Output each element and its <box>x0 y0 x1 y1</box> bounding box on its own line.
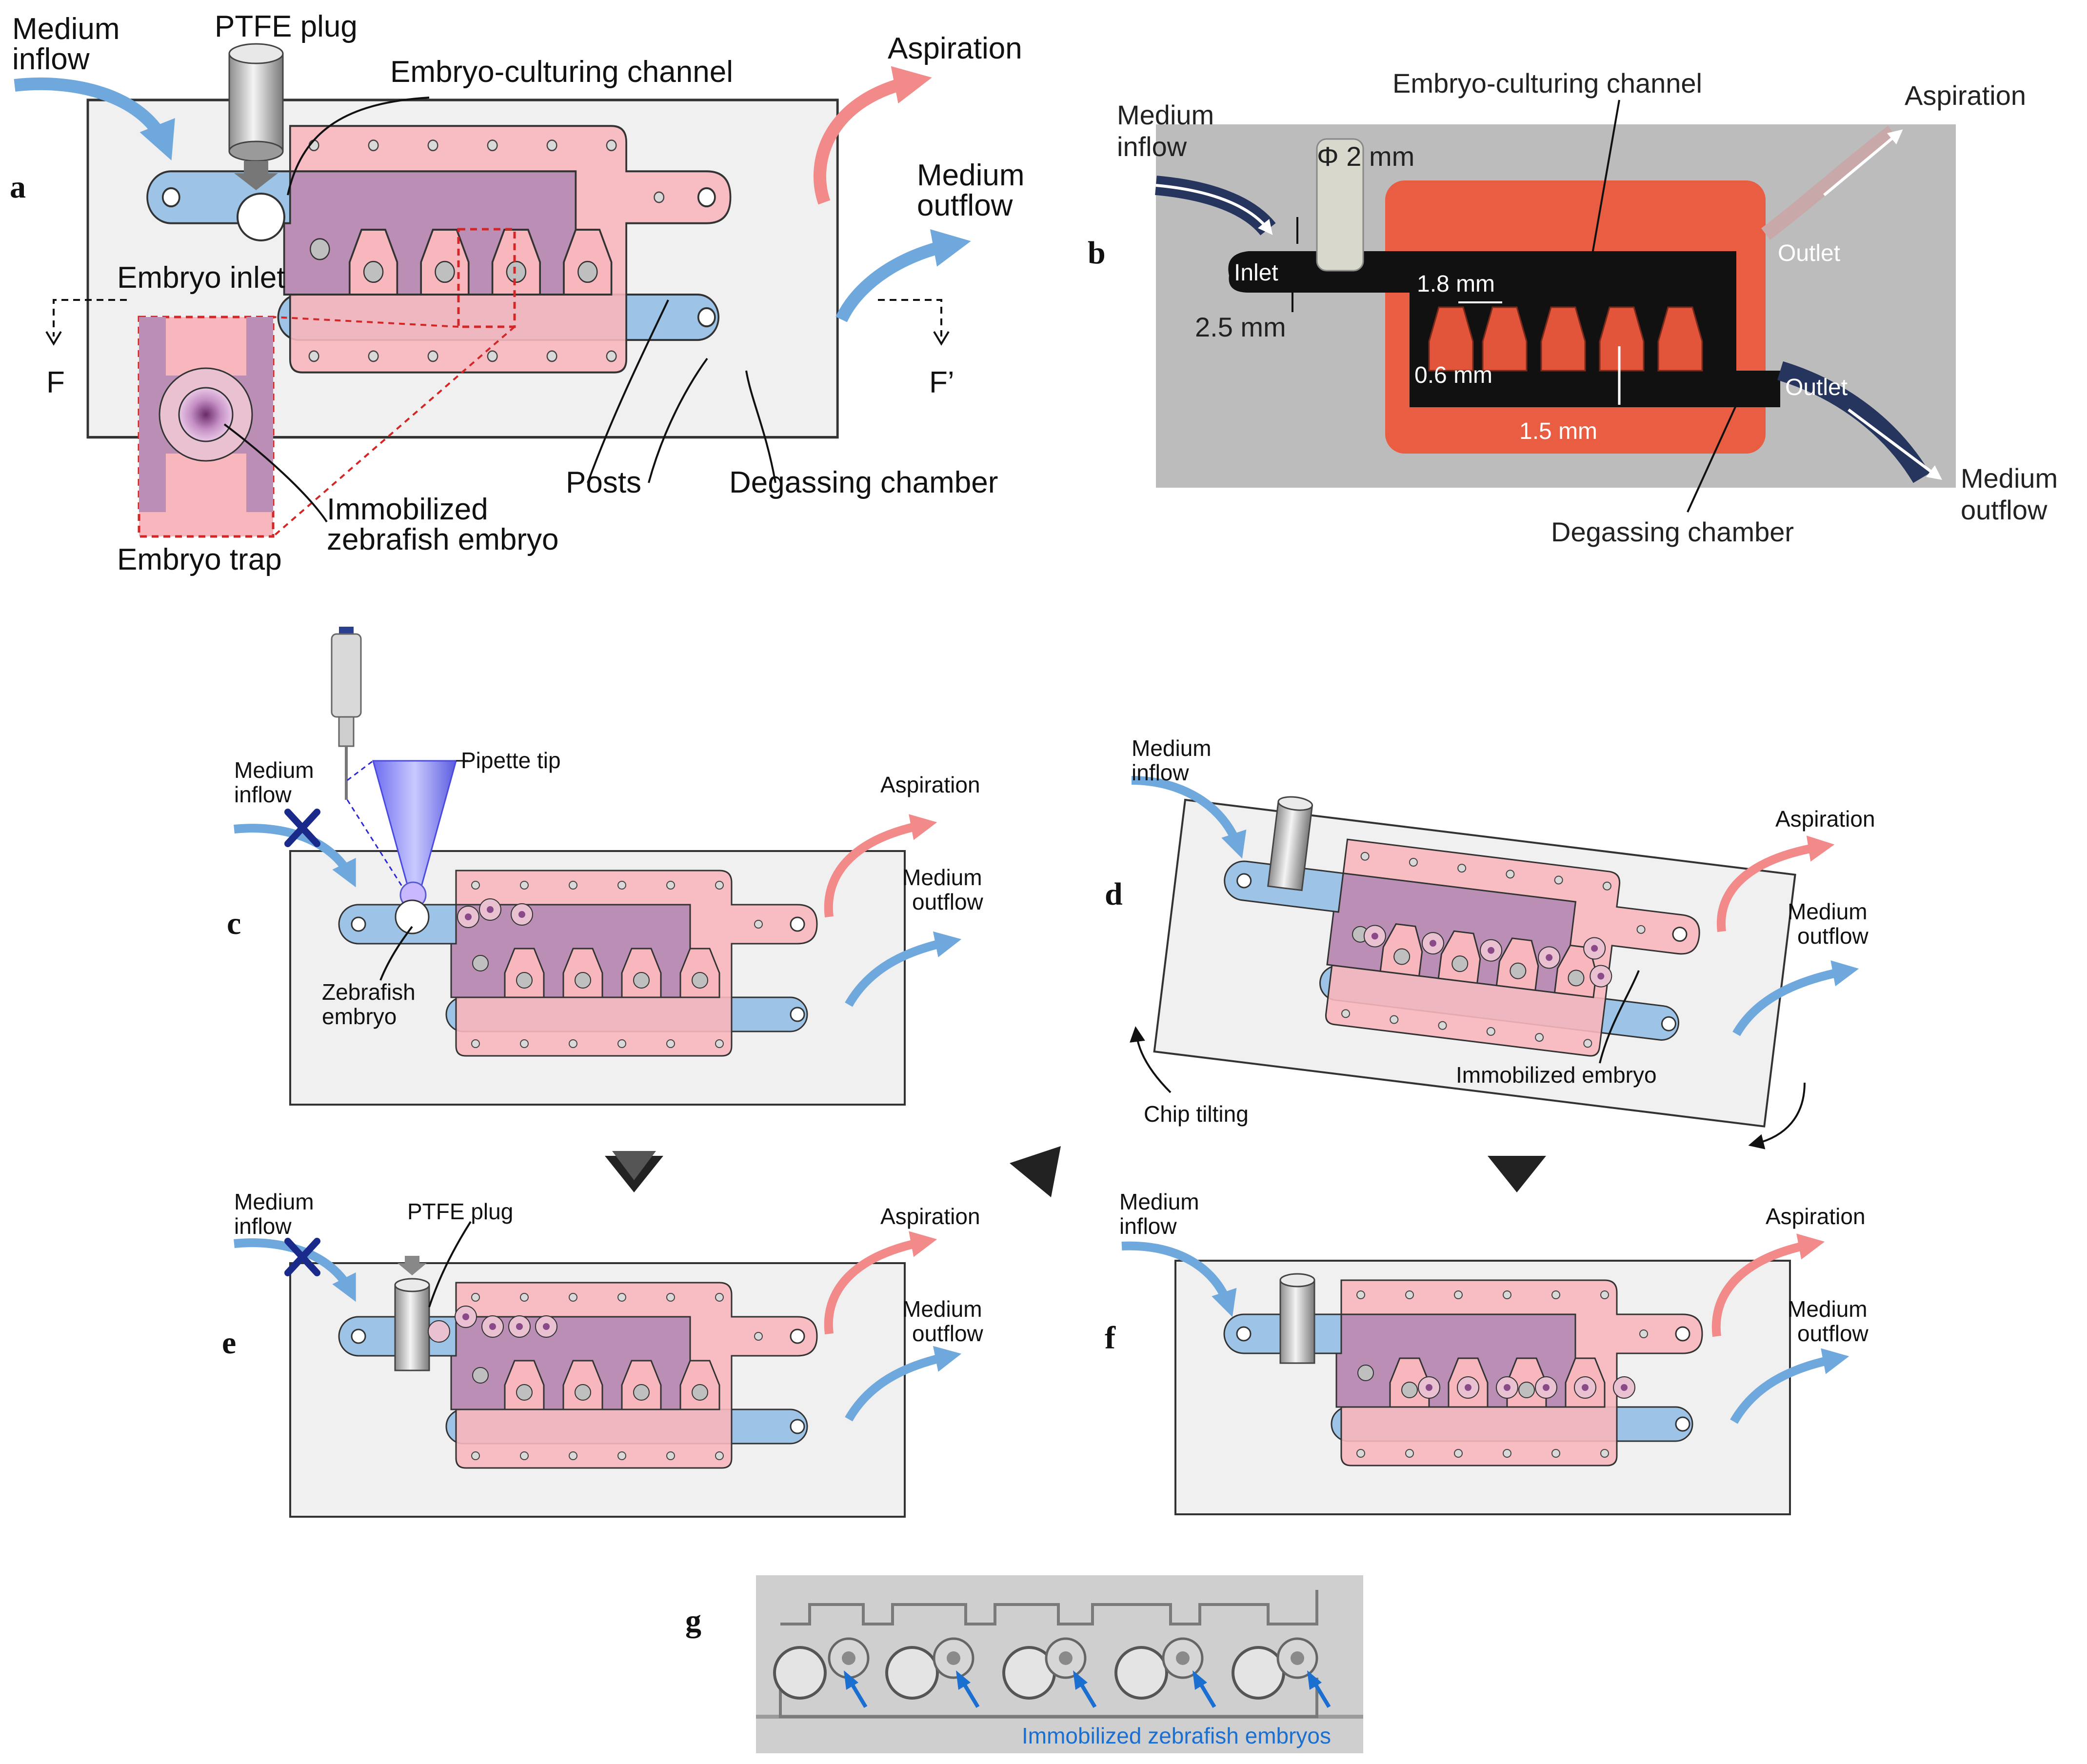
c-medium-outflow-1: Medium <box>902 865 982 890</box>
b-medium-outflow-2: outflow <box>1961 495 2047 525</box>
b-dim-18-label: 1.8 mm <box>1417 271 1495 297</box>
a-medium-inflow-2: inflow <box>12 42 90 76</box>
tilt-arrow-right <box>1748 1082 1806 1150</box>
b-diameter-label: Φ 2 mm <box>1317 141 1414 172</box>
panel-letter-b: b <box>1088 235 1106 271</box>
a-embryo-channel-label: Embryo-culturing channel <box>390 55 733 89</box>
e-ptfe-plug-label: PTFE plug <box>407 1199 513 1224</box>
a-posts-label: Posts <box>566 466 641 499</box>
panel-letter-e: e <box>222 1325 236 1361</box>
panel-letter-d: d <box>1105 876 1123 912</box>
c-pipette-tip-label: Pipette tip <box>461 748 561 773</box>
a-immobilized-1: Immobilized <box>327 493 488 526</box>
flow-stopped-icon <box>284 809 320 847</box>
a-embryo-trap-label: Embryo trap <box>117 543 282 576</box>
e-aspiration-label: Aspiration <box>880 1204 980 1229</box>
b-dim-25-label: 2.5 mm <box>1195 312 1286 342</box>
inflow-arrow <box>14 77 175 160</box>
b-outlet-top-label: Outlet <box>1778 240 1840 266</box>
aspiration-arrow <box>813 66 932 205</box>
f-medium-outflow-1: Medium <box>1788 1296 1868 1322</box>
b-aspiration-label: Aspiration <box>1905 80 2026 111</box>
g-pointer-arrows <box>849 1681 1331 1708</box>
e-medium-inflow-1: Medium <box>234 1189 314 1214</box>
a-medium-outflow-1: Medium <box>917 159 1025 192</box>
d-medium-inflow-1: Medium <box>1132 735 1212 761</box>
a-medium-outflow-2: outflow <box>917 189 1013 222</box>
panel-a: Medium inflow PTFE plug Embryo-culturing… <box>10 10 1025 576</box>
d-medium-outflow-1: Medium <box>1788 899 1868 924</box>
ptfe-plug-icon <box>228 43 284 190</box>
d-tilting-label: Chip tilting <box>1144 1101 1249 1127</box>
outflow-arrow <box>835 229 971 322</box>
f-plug-icon <box>1279 1279 1315 1364</box>
c-medium-inflow-2: inflow <box>234 782 292 807</box>
panel-letter-f: f <box>1105 1320 1116 1356</box>
panel-c: Pipette tip Medium inflow Aspiration Med… <box>227 627 984 1106</box>
panel-letter-c: c <box>227 906 241 941</box>
d-aspiration-label: Aspiration <box>1775 806 1875 832</box>
panel-g: Immobilized zebrafish embryos g <box>685 1575 1363 1753</box>
b-outlet-bottom-label: Outlet <box>1785 375 1848 400</box>
a-aspiration-label: Aspiration <box>888 32 1022 65</box>
e-plug-icon <box>394 1284 430 1371</box>
e-medium-outflow-2: outflow <box>912 1321 984 1346</box>
embryo-trap-inset <box>138 316 275 538</box>
b-embryo-channel-label: Embryo-culturing channel <box>1392 68 1702 99</box>
b-inlet-label: Inlet <box>1234 260 1278 286</box>
f-medium-outflow-2: outflow <box>1797 1321 1869 1346</box>
panel-letter-g: g <box>685 1603 701 1639</box>
a-immobilized-2: zebrafish embryo <box>327 523 559 556</box>
f-medium-inflow-2: inflow <box>1119 1213 1177 1239</box>
pipette-icon <box>331 627 362 800</box>
a-section-right: F’ <box>929 366 954 399</box>
step-arrows <box>605 1146 1546 1197</box>
a-degassing-label: Degassing chamber <box>729 466 998 499</box>
c-aspiration-label: Aspiration <box>880 772 980 797</box>
c-medium-outflow-2: outflow <box>912 889 984 914</box>
c-zebrafish-1: Zebrafish <box>322 979 416 1005</box>
e-medium-outflow-1: Medium <box>902 1296 982 1322</box>
a-section-left: F <box>46 366 65 399</box>
b-medium-inflow-1: Medium <box>1117 99 1214 130</box>
a-ptfe-plug-label: PTFE plug <box>215 10 358 43</box>
d-medium-inflow-2: inflow <box>1132 760 1189 785</box>
a-embryo-inlet-label: Embryo inlet <box>117 261 285 295</box>
d-immobilized-label: Immobilized embryo <box>1456 1062 1657 1088</box>
b-dim-06-label: 0.6 mm <box>1414 362 1492 388</box>
embryo-inlet-hole <box>237 193 285 241</box>
c-zebrafish-2: embryo <box>322 1004 397 1029</box>
f-aspiration-label: Aspiration <box>1766 1204 1866 1229</box>
panel-f: Medium inflow Aspiration Medium outflow … <box>1105 1189 1869 1515</box>
c-medium-inflow-1: Medium <box>234 757 314 783</box>
tilt-arrow-left <box>1130 1026 1172 1093</box>
a-medium-inflow-1: Medium <box>12 12 120 46</box>
g-caption: Immobilized zebrafish embryos <box>1022 1723 1331 1748</box>
b-medium-outflow-1: Medium <box>1961 463 2058 494</box>
f-medium-inflow-1: Medium <box>1119 1189 1199 1214</box>
b-dim-15-label: 1.5 mm <box>1519 418 1597 444</box>
panel-b: Embryo-culturing channel Aspiration Medi… <box>1088 68 2058 547</box>
trap-zoom-box <box>457 228 516 328</box>
b-medium-inflow-2: inflow <box>1117 131 1187 162</box>
e-medium-inflow-2: inflow <box>234 1213 292 1239</box>
panel-d: Medium inflow Aspiration Medium outflow … <box>1105 735 1875 1150</box>
d-medium-outflow-2: outflow <box>1797 923 1869 949</box>
panel-e: Medium inflow PTFE plug Aspiration Mediu… <box>222 1189 984 1518</box>
b-degassing-label: Degassing chamber <box>1551 516 1794 547</box>
panel-letter-a: a <box>10 169 26 205</box>
